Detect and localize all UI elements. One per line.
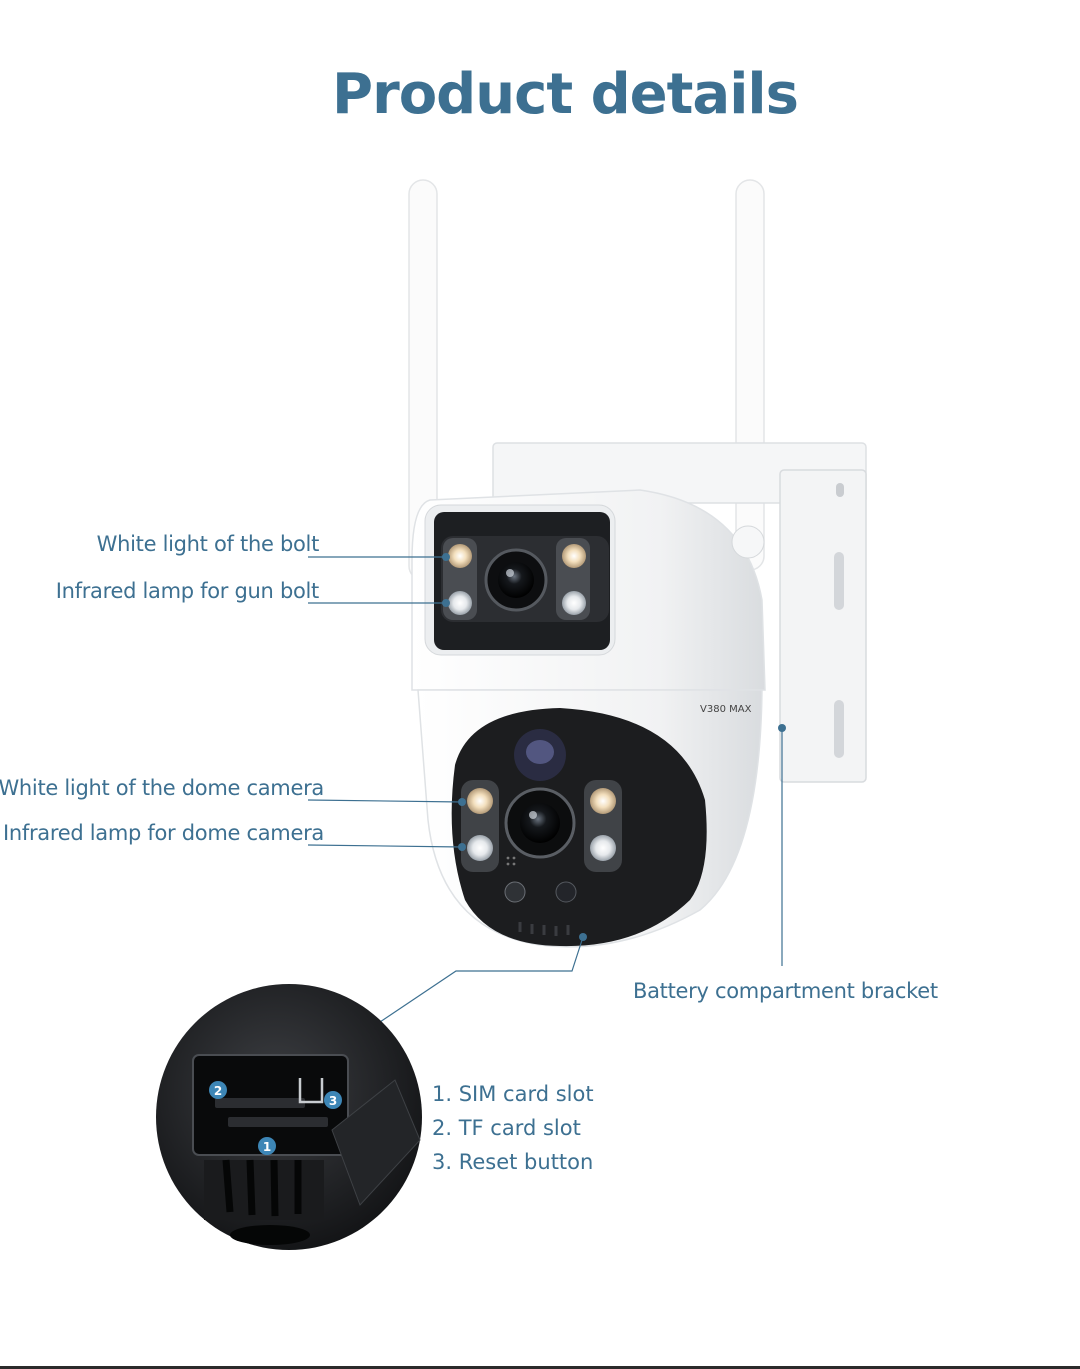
battery-bracket	[492, 442, 867, 783]
bolt-white-light-left	[448, 544, 472, 568]
page-title: Product details	[332, 62, 799, 127]
callout-dome-white-light: White light of the dome camera	[0, 776, 324, 800]
bolt-infrared-right	[562, 591, 586, 615]
marker-2	[209, 1081, 227, 1099]
dome-infrared-right	[590, 835, 616, 861]
callout-bolt-white-light: White light of the bolt	[96, 532, 320, 556]
svg-text:1: 1	[263, 1140, 271, 1154]
list-item: 3. Reset button	[432, 1150, 594, 1174]
callout-bolt-infrared: Infrared lamp for gun bolt	[55, 579, 320, 603]
svg-text:3: 3	[329, 1094, 337, 1108]
slot-detail-zoom: 2 3 1	[156, 984, 422, 1250]
bolt-infrared-left	[448, 591, 472, 615]
dome-white-light-left	[467, 788, 493, 814]
callout-dome-infrared: Infrared lamp for dome camera	[2, 821, 324, 845]
marker-1	[258, 1137, 276, 1155]
dome-white-light-right	[590, 788, 616, 814]
callout-lines	[307, 556, 783, 1023]
marker-3	[324, 1091, 342, 1109]
list-item: 1. SIM card slot	[432, 1082, 594, 1106]
model-label: V380 MAX	[700, 704, 752, 715]
slot-list: 1. SIM card slot 2. TF card slot 3. Rese…	[432, 1078, 594, 1180]
right-antenna	[735, 179, 765, 571]
callout-battery-bracket: Battery compartment bracket	[633, 979, 938, 1003]
list-item: 2. TF card slot	[432, 1116, 581, 1140]
dome-infrared-left	[467, 835, 493, 861]
bolt-white-light-right	[562, 544, 586, 568]
svg-text:2: 2	[214, 1084, 222, 1098]
bottom-divider	[0, 1366, 1080, 1369]
